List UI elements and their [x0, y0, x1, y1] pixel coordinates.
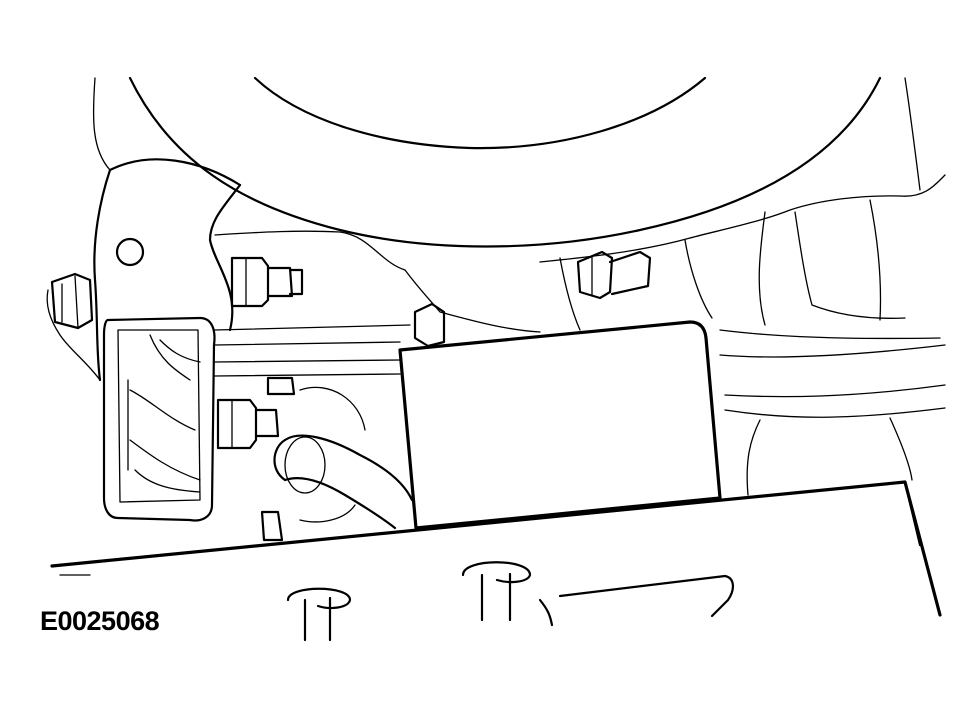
horizontal-rods	[214, 324, 411, 377]
figure-id-label: E0025068	[40, 606, 160, 636]
coolant-hose	[273, 386, 414, 530]
engine-block-lines	[214, 174, 946, 496]
flywheel-housing	[92, 76, 921, 248]
sensor-connector	[413, 250, 652, 348]
lower-crossmember	[50, 480, 942, 642]
left-mount-bracket	[46, 158, 242, 522]
heat-shield-plate	[398, 320, 722, 530]
mount-bolts	[50, 256, 304, 542]
